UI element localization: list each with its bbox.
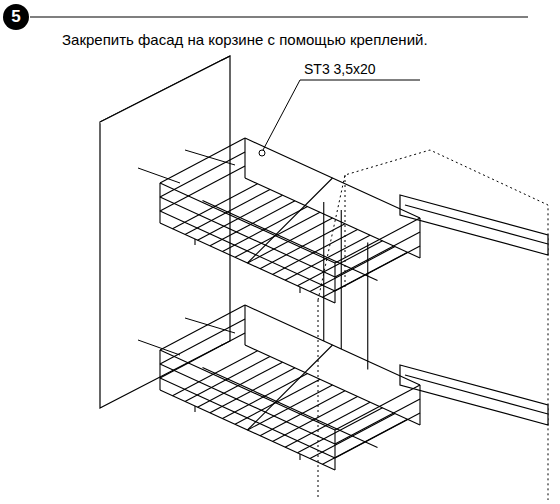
wire	[160, 138, 245, 183]
wire	[248, 178, 333, 263]
wire	[419, 218, 420, 258]
wire	[160, 333, 245, 378]
screw-leaders	[138, 80, 420, 355]
wire	[299, 454, 300, 460]
header-rule	[30, 16, 528, 17]
wire	[334, 263, 335, 303]
wire	[203, 368, 378, 448]
wire-baskets	[160, 138, 420, 470]
wire	[194, 239, 195, 245]
wire	[160, 305, 245, 350]
wire	[244, 305, 245, 345]
wire	[160, 166, 245, 211]
wire	[419, 385, 420, 425]
wire	[299, 287, 300, 293]
drawer-rails	[400, 195, 548, 425]
fastener-label: ST3 3,5x20	[304, 61, 376, 77]
wire	[194, 406, 195, 412]
front-panel	[100, 56, 230, 408]
cabinet-outline	[318, 150, 548, 500]
wire	[160, 211, 335, 291]
wire	[334, 430, 335, 470]
wire	[160, 197, 335, 277]
wire	[159, 350, 160, 390]
wire	[323, 202, 324, 341]
wire	[248, 345, 333, 430]
instruction-title: Закрепить фасад на корзине с помощью кре…	[62, 31, 428, 48]
wire	[341, 210, 342, 349]
wire	[244, 138, 245, 178]
wire	[159, 183, 160, 223]
wire	[160, 378, 335, 458]
wire	[367, 243, 368, 370]
step-circle: 5	[3, 4, 29, 30]
wire	[160, 152, 245, 197]
step-number: 5	[11, 7, 20, 27]
wire	[203, 201, 378, 281]
wire	[160, 319, 245, 364]
wire	[160, 364, 335, 444]
